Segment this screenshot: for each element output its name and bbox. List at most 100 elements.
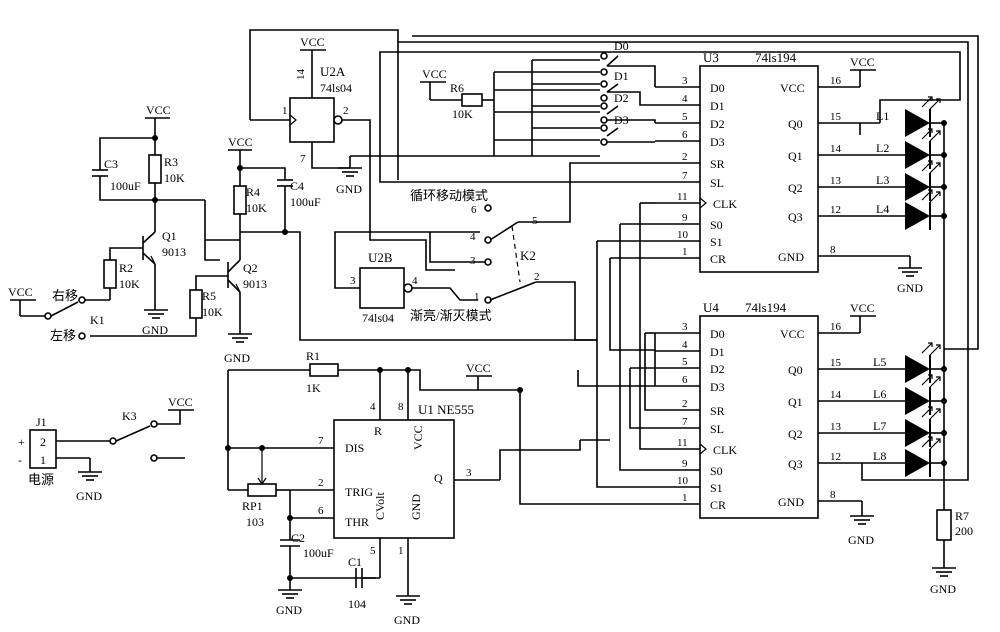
u2a-part: 74ls04: [320, 81, 352, 95]
gnd-label: GND: [848, 533, 874, 547]
u3-pin-name: CR: [710, 252, 726, 266]
switch-d1[interactable]: D1: [600, 69, 655, 106]
j1-plus: +: [18, 435, 25, 449]
u1-pin-num: 8: [398, 401, 404, 413]
u2a-ref: U2A: [320, 64, 346, 79]
u1-pin-r: R: [374, 424, 382, 438]
u3-pin-name: Q0: [788, 117, 803, 131]
u1-pin-num: 7: [318, 435, 324, 447]
r6-value: 10K: [452, 107, 473, 121]
r1-value: 1K: [306, 381, 321, 395]
u3-pin-num: 2: [682, 151, 688, 163]
u2a-pin-in: 1: [282, 105, 288, 117]
j1-pin1: 1: [40, 453, 46, 467]
d3-label: D3: [614, 113, 629, 127]
u4-pin-num: 14: [830, 389, 842, 401]
r4-ref: R4: [246, 185, 260, 199]
led-label-l3: L3: [876, 173, 889, 187]
d0-label: D0: [614, 39, 629, 53]
vcc-label: VCC: [8, 285, 33, 299]
u4-pin-name: D2: [710, 362, 725, 376]
u1-pin-num: 5: [370, 545, 376, 557]
u1-pin-gnd: GND: [409, 494, 423, 520]
u4-pin-num: 9: [682, 458, 688, 470]
u2b-pin-in: 3: [350, 275, 356, 287]
led-label-l5: L5: [873, 355, 886, 369]
gnd-label: GND: [76, 489, 102, 503]
q2-ref: Q2: [243, 261, 258, 275]
k2-pin: 4: [470, 231, 476, 243]
j1-pin2: 2: [40, 435, 46, 449]
k1-ref: K1: [90, 313, 105, 327]
u4-pin-num: 15: [830, 357, 842, 369]
r1-ref: R1: [306, 349, 320, 363]
u4-pin-name: SL: [710, 422, 724, 436]
k2-pin: 2: [534, 271, 540, 283]
k3-switch[interactable]: [115, 420, 158, 442]
led-1: [905, 96, 947, 137]
u1-pin-num: 1: [398, 545, 404, 557]
j1-ref: J1: [36, 415, 47, 429]
u4-pin-name: Q3: [788, 457, 803, 471]
q1-ref: Q1: [162, 229, 177, 243]
k1-switch[interactable]: [50, 296, 86, 340]
u3-pin-num: 12: [830, 204, 841, 216]
led-7: [905, 406, 947, 447]
switch-d2[interactable]: D2: [600, 91, 656, 124]
power-input: J1 + - 2 1 电源 GND K3 VCC: [18, 395, 194, 503]
d1-label: D1: [614, 69, 629, 83]
gnd-label: GND: [336, 182, 362, 196]
vcc-label: VCC: [146, 103, 171, 117]
led-4: [905, 189, 947, 230]
mode-shift-label: 循环移动模式: [410, 188, 488, 203]
u2b-part: 74ls04: [362, 311, 394, 325]
u2a-inverter: U2A 74ls04 1 2 14 7 VCC: [249, 29, 455, 271]
u2a-pin-vcc: 14: [295, 69, 307, 81]
k2-mode-switch[interactable]: 6 5 4 3 1 2 K2 循环移动模式 渐亮/渐灭模式: [410, 162, 655, 341]
gnd-label: GND: [930, 582, 956, 596]
u3-pin-name: S0: [710, 218, 723, 232]
switch-d3[interactable]: D3: [600, 113, 655, 146]
mode-fade-label: 渐亮/渐灭模式: [410, 308, 492, 323]
u3-part: 74ls194: [755, 50, 797, 65]
u1-pin-trig: TRIG: [345, 485, 373, 499]
u2b-ref: U2B: [368, 250, 393, 265]
u3-pin-name: GND: [778, 250, 804, 264]
u1-ne555: U1 NE555 DIS TRIG THR R VCC Q GND CVolt …: [225, 349, 581, 627]
r6-ref: R6: [450, 81, 464, 95]
led-label-l6: L6: [873, 387, 886, 401]
q2-value: 9013: [243, 277, 267, 291]
u4-pin-num: 11: [677, 437, 688, 449]
u4-pin-name: CLK: [713, 443, 737, 457]
r5-ref: R5: [202, 289, 216, 303]
k2-pin: 1: [474, 291, 480, 303]
u4-ref: U4: [703, 300, 719, 315]
u1-pin-num: 4: [370, 401, 376, 413]
r3-ref: R3: [164, 155, 178, 169]
u4-pin-num: 10: [677, 475, 689, 487]
u3-pin-num: 13: [830, 175, 842, 187]
led-5: [905, 342, 947, 383]
u4-part: 74ls194: [745, 300, 787, 315]
gnd-label: GND: [897, 281, 923, 295]
u4-pin-num: 3: [682, 321, 688, 333]
switch-d0[interactable]: D0: [600, 39, 656, 87]
q1-value: 9013: [162, 245, 186, 259]
led-8: [905, 436, 947, 477]
control-wiring: [519, 202, 656, 505]
k1-right-label: 右移: [52, 288, 78, 303]
vcc-label: VCC: [422, 67, 447, 81]
j1-minus: -: [18, 453, 22, 467]
led-3: [905, 160, 947, 201]
k2-pin: 5: [532, 215, 538, 227]
c4-value: 100uF: [290, 195, 321, 209]
j1-label: 电源: [28, 472, 54, 487]
r5-value: 10K: [202, 305, 223, 319]
u4-pin-name: D3: [710, 380, 725, 394]
u4-left-pins: 3 4 5 6 2 7 11 9 10 1 D0 D1 D2 D3 SR SL …: [655, 321, 737, 512]
u3-pin-num: 8: [830, 244, 836, 256]
led-2: [905, 128, 947, 169]
u4-pin-name: Q2: [788, 427, 803, 441]
u3-pin-num: 1: [682, 246, 688, 258]
